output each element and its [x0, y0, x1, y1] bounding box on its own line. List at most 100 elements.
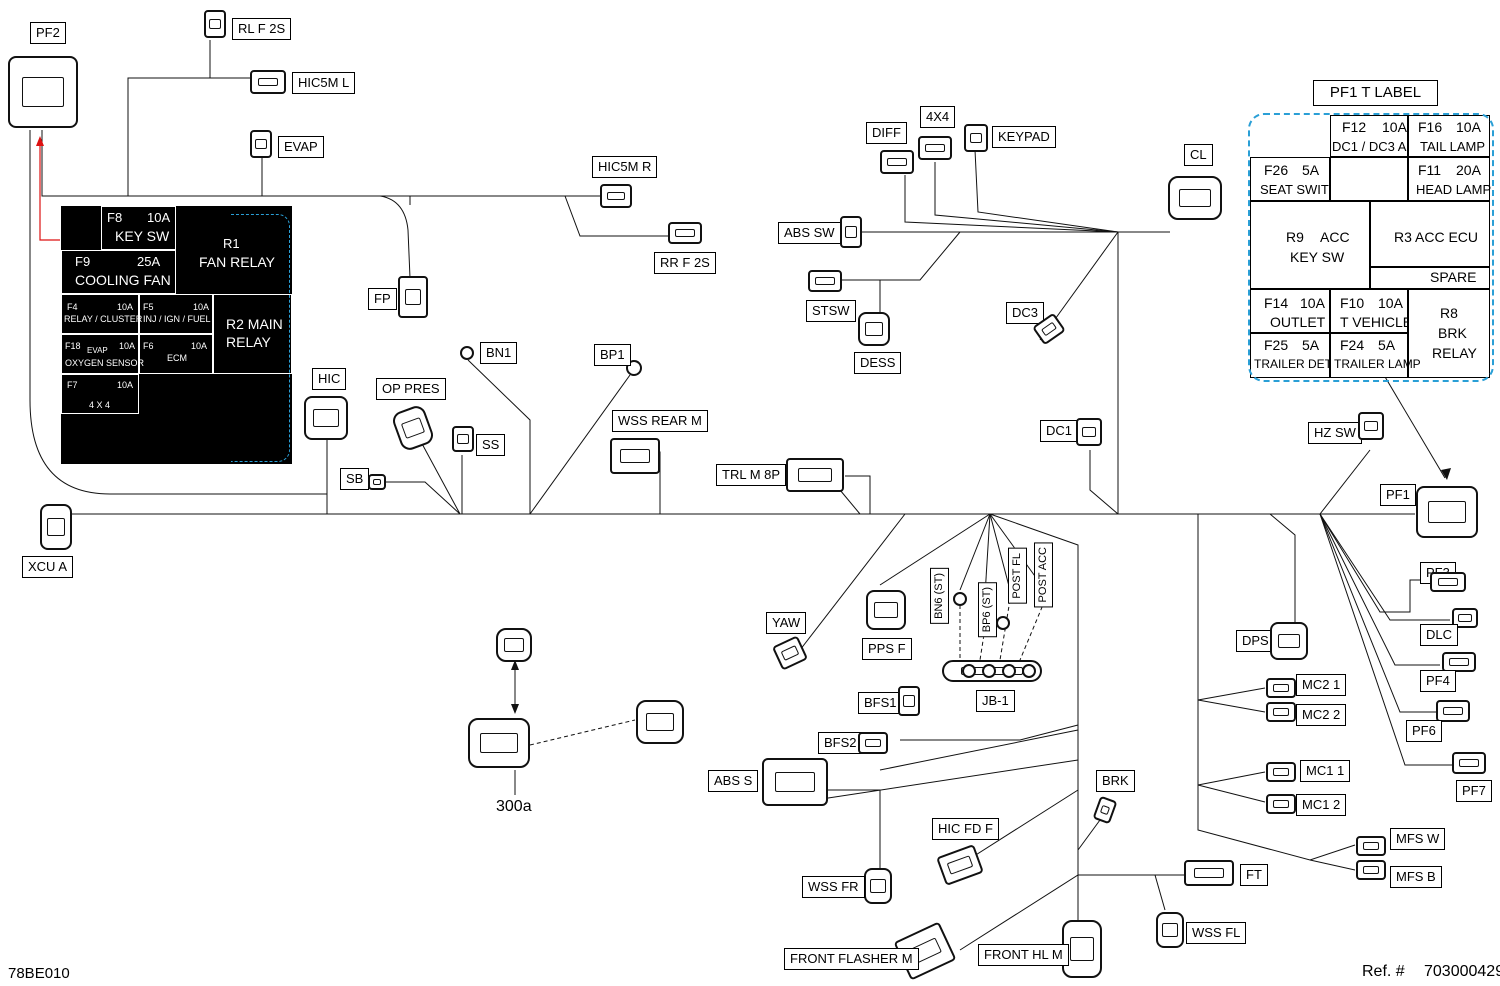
4x4-connector	[918, 136, 952, 160]
fuse-f26: F26	[1264, 162, 1289, 178]
detail-label-300a: 300a	[496, 798, 532, 815]
fuse-f7: F7	[67, 380, 78, 390]
label-xcu-a: XCU A	[22, 556, 74, 578]
fuse-f10: F10	[1340, 295, 1365, 311]
pf2-fuse-block	[8, 56, 78, 128]
trl-m-8p-connector	[786, 458, 844, 492]
jb-1-post-1	[962, 664, 976, 678]
label-pf1: PF1	[1380, 484, 1416, 506]
label-pf4: PF4	[1420, 670, 1456, 692]
fuse-f14: F14	[1264, 295, 1289, 311]
hic-connector	[304, 396, 348, 440]
label-ft: FT	[1240, 864, 1268, 886]
dc1-connector	[1076, 418, 1102, 446]
drawing-code: 78BE010	[8, 965, 70, 982]
cl-connector	[1168, 176, 1222, 220]
label-rl-f-2s: RL F 2S	[232, 18, 292, 40]
bfs1-connector	[898, 686, 920, 716]
wss-rear-m-connector	[610, 438, 660, 474]
mc2-1-connector	[1266, 678, 1296, 698]
pf1-label-title: PF1 T LABEL	[1313, 80, 1438, 106]
abs-module	[762, 758, 828, 806]
label-pf7: PF7	[1456, 780, 1492, 802]
label-mfs-w: MFS W	[1390, 828, 1446, 850]
fuse-f4: F4	[67, 302, 78, 312]
relay-r9: R9	[1286, 229, 1304, 245]
rr-f-2s-connector	[668, 222, 702, 244]
hz-sw-connector	[1358, 412, 1384, 440]
label-abs-sw: ABS SW	[778, 222, 841, 244]
pf7-connector	[1452, 752, 1486, 774]
fuse-f16: F16	[1418, 119, 1443, 135]
fuse-box-pf2: F8 10A KEY SW F9 25A COOLING FAN R1 FAN …	[61, 206, 292, 464]
pps-f-connector	[866, 590, 906, 630]
label-mc2-2: MC2 2	[1296, 704, 1347, 726]
mc1-1-connector	[1266, 762, 1296, 782]
label-diff: DIFF	[866, 122, 907, 144]
fuse-f9: F9	[75, 254, 91, 269]
xcu-a-connector	[40, 504, 72, 550]
relay-r1: R1	[223, 236, 240, 251]
ss-connector	[452, 426, 474, 452]
pf4-connector	[1442, 652, 1476, 672]
label-dess: DESS	[854, 352, 902, 374]
rl-f-2s-connector	[204, 10, 226, 38]
label-front-flasher-m: FRONT FLASHER M	[784, 948, 919, 970]
pf6-connector	[1436, 700, 1470, 722]
label-op-pres: OP PRES	[376, 378, 446, 400]
pf1-connector	[1416, 486, 1478, 538]
label-wss-fr: WSS FR	[802, 876, 865, 898]
label-ss: SS	[476, 434, 506, 456]
label-post-fl: POST FL	[1008, 548, 1027, 604]
label-dc1: DC1	[1040, 420, 1079, 442]
pf3-connector	[1430, 572, 1466, 592]
fuse-f18: F18	[65, 341, 81, 351]
jb-1-post-3	[1002, 664, 1016, 678]
reference-number: 703000429	[1424, 963, 1500, 980]
bp6-ring-terminal	[996, 616, 1010, 630]
reference-label: Ref. #	[1362, 963, 1405, 980]
wss-fl-connector	[1156, 912, 1184, 948]
fuse-f6: F6	[143, 341, 154, 351]
label-mfs-b: MFS B	[1390, 866, 1442, 888]
mc2-2-connector	[1266, 702, 1296, 722]
relay-r2: R2 MAIN	[226, 316, 283, 332]
label-dps: DPS	[1236, 630, 1275, 652]
label-cl: CL	[1184, 144, 1213, 166]
label-hic-fd-f: HIC FD F	[932, 818, 999, 840]
label-dc3: DC3	[1006, 302, 1045, 324]
wss-fr-connector	[864, 868, 892, 904]
mfs-w-connector	[1356, 836, 1386, 856]
label-hic: HIC	[312, 368, 347, 390]
relay-r8: R8	[1440, 305, 1458, 321]
label-keypad: KEYPAD	[992, 126, 1056, 148]
label-dlc: DLC	[1420, 624, 1459, 646]
abs-sw-connector	[840, 216, 862, 248]
bfs2-connector	[858, 732, 888, 754]
label-jb-1: JB-1	[976, 690, 1015, 712]
label-front-hl-m: FRONT HL M	[978, 944, 1069, 966]
label-mc1-2: MC1 2	[1296, 794, 1347, 816]
label-pf2: PF2	[30, 22, 66, 44]
label-sb: SB	[340, 468, 370, 490]
label-hic5m-l: HIC5M L	[292, 72, 356, 94]
bracket-clip	[496, 628, 532, 662]
label-stsw: STSW	[806, 300, 856, 322]
fuse-f5: F5	[143, 302, 154, 312]
mc1-2-connector	[1266, 794, 1296, 814]
spare-slot: SPARE	[1430, 269, 1477, 285]
fuse-f8: F8	[107, 210, 123, 225]
evap-connector	[250, 130, 272, 158]
label-brk: BRK	[1096, 770, 1135, 792]
sb-connector	[368, 474, 386, 490]
diff-connector	[880, 150, 914, 174]
mating-connector	[636, 700, 684, 744]
label-trl-m-8p: TRL M 8P	[716, 464, 787, 486]
label-bfs1: BFS1	[858, 692, 903, 714]
label-bn6-st: BN6 (ST)	[930, 568, 949, 624]
jb-1-post-4	[1022, 664, 1036, 678]
label-evap: EVAP	[278, 136, 324, 158]
dess-connector	[858, 312, 890, 346]
